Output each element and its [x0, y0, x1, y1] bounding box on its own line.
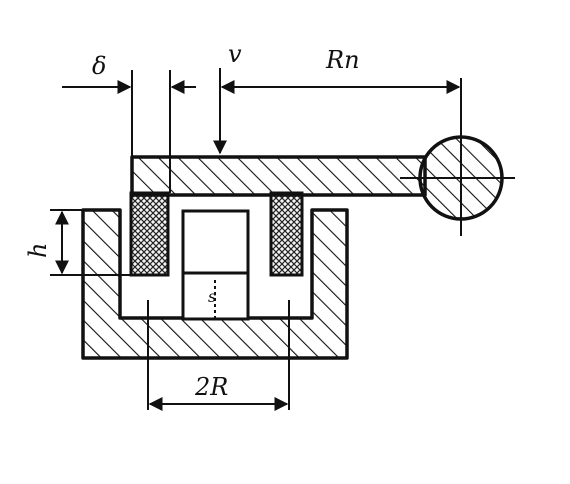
two-r-label: 2R	[194, 373, 228, 401]
h-label: h	[24, 243, 52, 258]
central-core-post	[181, 209, 250, 321]
armature-arm	[130, 155, 427, 197]
coil-right	[269, 191, 304, 277]
s-label: s	[208, 287, 216, 306]
v-label: v	[228, 40, 242, 68]
rn-label: Rп	[325, 46, 360, 74]
delta-label: δ	[92, 52, 106, 80]
coil-left	[129, 191, 170, 277]
